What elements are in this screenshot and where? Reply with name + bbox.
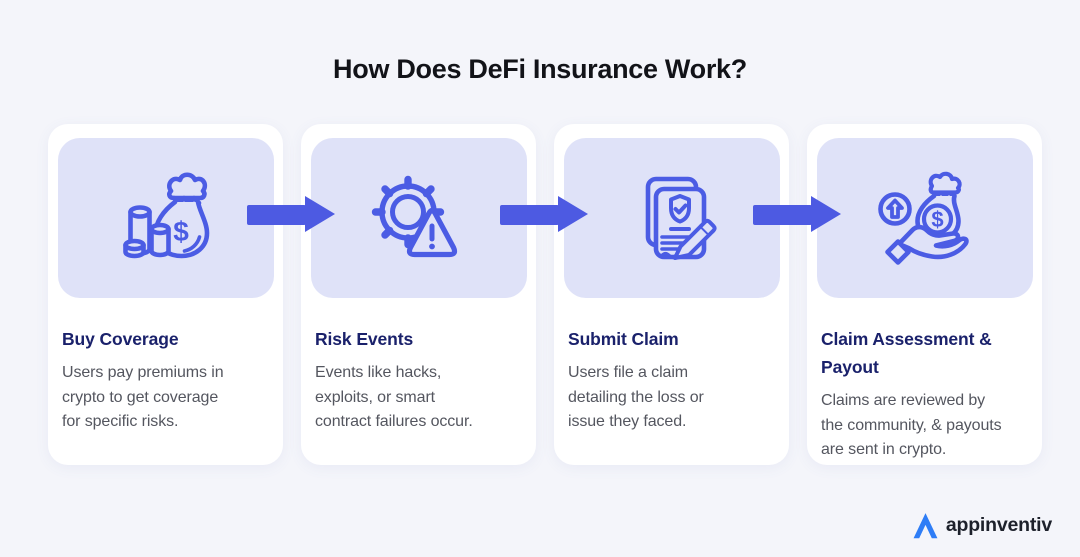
step-title: Risk Events (315, 329, 414, 349)
gear-warning-icon (371, 175, 458, 257)
hand-money-payout-icon: $ (878, 171, 969, 265)
svg-text:$: $ (173, 216, 189, 247)
icon-panel (311, 138, 527, 298)
page-title: How Does DeFi Insurance Work? (333, 54, 747, 84)
step-card-buy-coverage: $ Buy Coverage Users pay premiums in cry… (48, 124, 283, 465)
icon-panel: $ (817, 138, 1033, 298)
flow-arrow-right-icon (247, 196, 335, 233)
step-card-claim-assessment-payout: $ Claim Assessment & Payout Claims are r… (807, 124, 1042, 465)
step-card-text: Claim Assessment & Payout Claims are rev… (807, 298, 1042, 465)
step-card-text: Risk Events Events like hacks, exploits,… (301, 298, 536, 465)
step-card-submit-claim: Submit Claim Users file a claim detailin… (554, 124, 789, 465)
money-bag-coins-icon: $ (123, 171, 210, 258)
brand-logo: appinventiv (911, 510, 1052, 541)
svg-text:$: $ (931, 207, 943, 232)
step-card-text: Buy Coverage Users pay premiums in crypt… (48, 298, 283, 465)
icon-panel (564, 138, 780, 298)
step-card-text: Submit Claim Users file a claim detailin… (554, 298, 789, 465)
step-card-risk-events: Risk Events Events like hacks, exploits,… (301, 124, 536, 465)
step-title: Claim Assessment & Payout (821, 329, 992, 377)
step-description: Users file a claim detailing the loss or… (568, 364, 704, 430)
flow-arrow-right-icon (500, 196, 588, 233)
icon-panel: $ (58, 138, 274, 298)
step-title: Buy Coverage (62, 329, 179, 349)
appinventiv-triangle-icon (913, 513, 938, 539)
step-description: Claims are reviewed by the community, & … (821, 392, 1002, 458)
brand-name: appinventiv (945, 514, 1052, 536)
step-description: Users pay premiums in crypto to get cove… (62, 364, 224, 430)
claim-document-pen-icon (645, 176, 717, 260)
step-title: Submit Claim (568, 329, 679, 349)
step-description: Events like hacks, exploits, or smart co… (315, 364, 473, 430)
flow-arrow-right-icon (753, 196, 841, 233)
